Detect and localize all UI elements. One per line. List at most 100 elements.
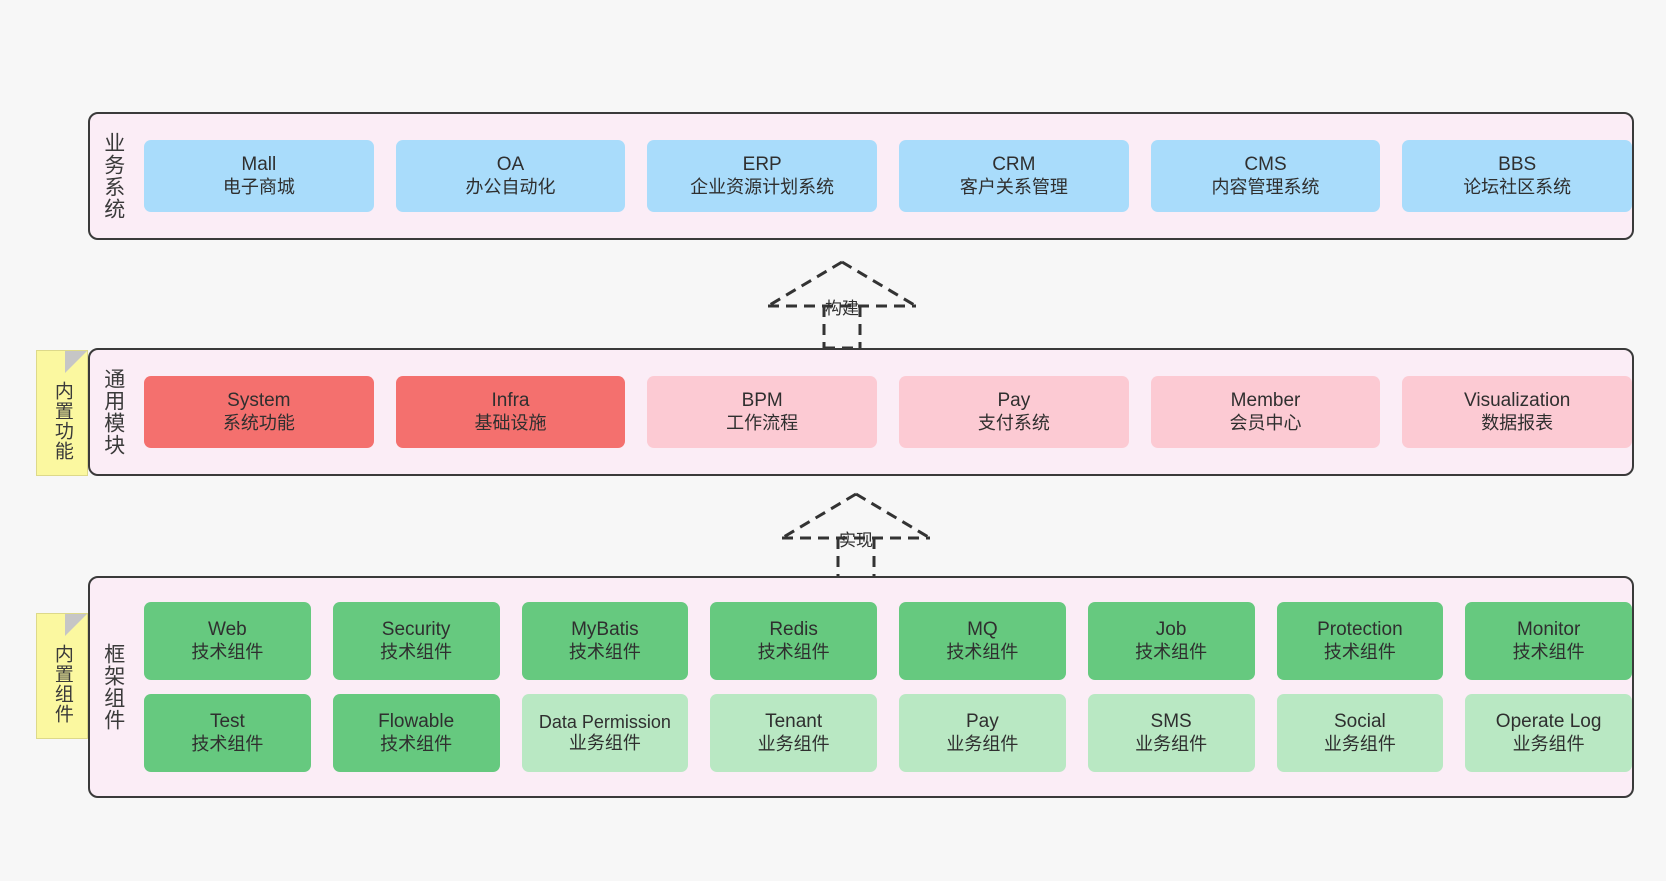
build-arrow-label: 构建 xyxy=(825,299,859,318)
module-card-bpm[interactable]: BPM 工作流程 xyxy=(647,376,878,448)
card-en-label: Operate Log xyxy=(1495,711,1602,733)
sticky-note-label: 内置功能 xyxy=(51,381,73,461)
component-card-sms[interactable]: SMS 业务组件 xyxy=(1087,694,1255,772)
component-card-test[interactable]: Test 技术组件 xyxy=(144,694,311,772)
card-en-label: Social xyxy=(1334,711,1386,733)
component-card-mq[interactable]: MQ 技术组件 xyxy=(899,602,1066,680)
card-en-label: MQ xyxy=(967,619,998,641)
business-card-oa[interactable]: OA 办公自动化 xyxy=(395,140,626,212)
card-en-label: ERP xyxy=(742,154,782,176)
card-cn-label: 业务组件 xyxy=(946,733,1019,754)
component-card-security[interactable]: Security 技术组件 xyxy=(332,602,500,680)
card-cn-label: 会员中心 xyxy=(1229,412,1302,433)
business-card-cms[interactable]: CMS 内容管理系统 xyxy=(1150,140,1381,212)
card-cn-label: 企业资源计划系统 xyxy=(690,176,835,197)
module-card-member[interactable]: Member 会员中心 xyxy=(1150,376,1381,448)
component-card-mybatis[interactable]: MyBatis 技术组件 xyxy=(521,602,689,680)
card-en-label: BPM xyxy=(741,390,783,412)
framework-component-layer: 框架组件 Web 技术组件 Security 技术组件 MyBatis 技术组件… xyxy=(88,576,1634,798)
component-card-social[interactable]: Social 业务组件 xyxy=(1276,694,1444,772)
business-card-mall[interactable]: Mall 电子商城 xyxy=(144,140,374,212)
card-en-label: BBS xyxy=(1498,154,1537,176)
card-cn-label: 工作流程 xyxy=(726,412,799,433)
card-cn-label: 业务组件 xyxy=(757,733,830,754)
framework-business-component-row: Test 技术组件 Flowable 技术组件 Data Permission … xyxy=(144,694,1632,772)
card-en-label: Tenant xyxy=(765,711,823,733)
business-card-crm[interactable]: CRM 客户关系管理 xyxy=(899,140,1129,212)
business-card-erp[interactable]: ERP 企业资源计划系统 xyxy=(647,140,878,212)
common-module-layer-title: 通用模块 xyxy=(101,368,125,456)
card-en-label: Job xyxy=(1155,619,1187,641)
component-card-monitor[interactable]: Monitor 技术组件 xyxy=(1465,602,1632,680)
card-en-label: Monitor xyxy=(1516,619,1581,641)
card-en-label: System xyxy=(227,390,291,412)
card-cn-label: 技术组件 xyxy=(191,733,264,754)
card-en-label: Visualization xyxy=(1464,390,1571,412)
card-cn-label: 系统功能 xyxy=(222,412,295,433)
framework-tech-component-row: Web 技术组件 Security 技术组件 MyBatis 技术组件 Redi… xyxy=(144,602,1632,680)
card-cn-label: 技术组件 xyxy=(568,641,641,662)
card-cn-label: 技术组件 xyxy=(1512,641,1585,662)
card-en-label: Web xyxy=(208,619,247,641)
build-generalization-arrow: 构建 xyxy=(762,258,922,350)
business-card-bbs[interactable]: BBS 论坛社区系统 xyxy=(1402,140,1632,212)
card-cn-label: 业务组件 xyxy=(1323,733,1396,754)
card-en-label: Mall xyxy=(241,154,277,176)
framework-component-layer-body: Web 技术组件 Security 技术组件 MyBatis 技术组件 Redi… xyxy=(136,578,1632,796)
framework-component-layer-title: 框架组件 xyxy=(101,643,125,731)
card-cn-label: 业务组件 xyxy=(568,733,641,753)
card-en-label: MyBatis xyxy=(571,619,639,641)
card-cn-label: 业务组件 xyxy=(1512,733,1585,754)
card-cn-label: 技术组件 xyxy=(191,641,264,662)
card-en-label: CRM xyxy=(992,154,1036,176)
module-card-infra[interactable]: Infra 基础设施 xyxy=(395,376,626,448)
sticky-note-builtin-feature: 内置功能 xyxy=(36,350,88,476)
card-cn-label: 技术组件 xyxy=(380,641,453,662)
card-cn-label: 技术组件 xyxy=(1323,641,1396,662)
implement-arrow-label: 实现 xyxy=(839,531,873,550)
component-card-redis[interactable]: Redis 技术组件 xyxy=(710,602,877,680)
component-card-protection[interactable]: Protection 技术组件 xyxy=(1276,602,1444,680)
sticky-note-builtin-component: 内置组件 xyxy=(36,613,88,739)
component-card-data-permission[interactable]: Data Permission 业务组件 xyxy=(521,694,689,772)
module-card-visualization[interactable]: Visualization 数据报表 xyxy=(1402,376,1632,448)
component-card-job[interactable]: Job 技术组件 xyxy=(1087,602,1255,680)
card-cn-label: 技术组件 xyxy=(946,641,1019,662)
card-en-label: Pay xyxy=(997,390,1031,412)
common-module-layer: 通用模块 System 系统功能 Infra 基础设施 BPM 工作流程 Pay… xyxy=(88,348,1634,476)
card-cn-label: 支付系统 xyxy=(977,412,1050,433)
card-en-label: OA xyxy=(496,154,525,176)
card-en-label: Flowable xyxy=(378,711,455,733)
component-card-web[interactable]: Web 技术组件 xyxy=(144,602,311,680)
card-en-label: Pay xyxy=(966,711,999,733)
component-card-flowable[interactable]: Flowable 技术组件 xyxy=(332,694,500,772)
business-system-layer: 业务系统 Mall 电子商城 OA 办公自动化 ERP 企业资源计划系统 CRM… xyxy=(88,112,1634,240)
card-en-label: Test xyxy=(209,711,245,733)
sticky-note-label: 内置组件 xyxy=(51,644,73,724)
card-cn-label: 技术组件 xyxy=(757,641,830,662)
module-card-system[interactable]: System 系统功能 xyxy=(144,376,374,448)
card-en-label: CMS xyxy=(1244,154,1287,176)
component-card-pay[interactable]: Pay 业务组件 xyxy=(899,694,1066,772)
business-system-card-row: Mall 电子商城 OA 办公自动化 ERP 企业资源计划系统 CRM 客户关系… xyxy=(144,140,1632,212)
card-cn-label: 电子商城 xyxy=(222,176,295,197)
card-cn-label: 数据报表 xyxy=(1481,412,1554,433)
card-en-label: Infra xyxy=(491,390,530,412)
component-card-operate-log[interactable]: Operate Log 业务组件 xyxy=(1465,694,1632,772)
card-cn-label: 技术组件 xyxy=(1135,641,1208,662)
business-system-layer-title: 业务系统 xyxy=(101,132,125,220)
card-en-label: Security xyxy=(381,619,451,641)
component-card-tenant[interactable]: Tenant 业务组件 xyxy=(710,694,877,772)
card-en-label: Redis xyxy=(769,619,818,641)
common-module-layer-body: System 系统功能 Infra 基础设施 BPM 工作流程 Pay 支付系统… xyxy=(136,350,1632,474)
business-system-layer-body: Mall 电子商城 OA 办公自动化 ERP 企业资源计划系统 CRM 客户关系… xyxy=(136,114,1632,238)
implement-generalization-arrow: 实现 xyxy=(776,490,936,582)
card-en-label: Data Permission xyxy=(538,711,671,732)
card-cn-label: 技术组件 xyxy=(380,733,453,754)
module-card-pay[interactable]: Pay 支付系统 xyxy=(899,376,1129,448)
card-en-label: Protection xyxy=(1317,619,1403,641)
card-en-label: SMS xyxy=(1150,711,1192,733)
card-en-label: Member xyxy=(1230,390,1301,412)
card-cn-label: 业务组件 xyxy=(1135,733,1208,754)
